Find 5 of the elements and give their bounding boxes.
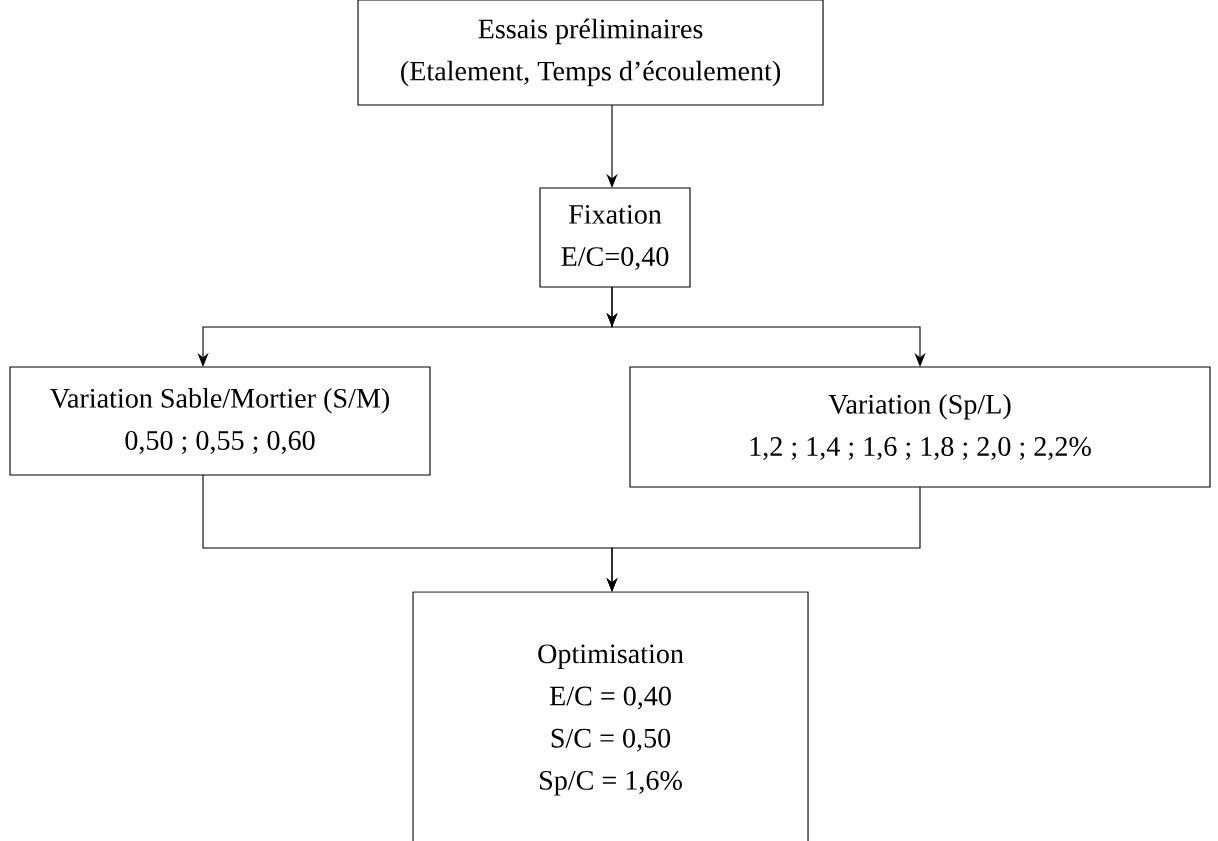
process-box: Variation Sable/Mortier (S/M) 0,50 ; 0,55 ; 0,60 (9, 366, 431, 476)
result-box: Optimisation E/C = 0,40 S/C = 0,50 Sp/C = 1,6% (412, 591, 809, 841)
process-box: Essais préliminaires (Etalement, Temps d’écoulement) (357, 0, 824, 106)
process-box: Fixation E/C=0,40 (539, 187, 691, 288)
process-box: Variation (Sp/L) 1,2 ; 1,4 ; 1,6 ; 1,8 ; 2,0 ; 2,2% (629, 366, 1211, 488)
